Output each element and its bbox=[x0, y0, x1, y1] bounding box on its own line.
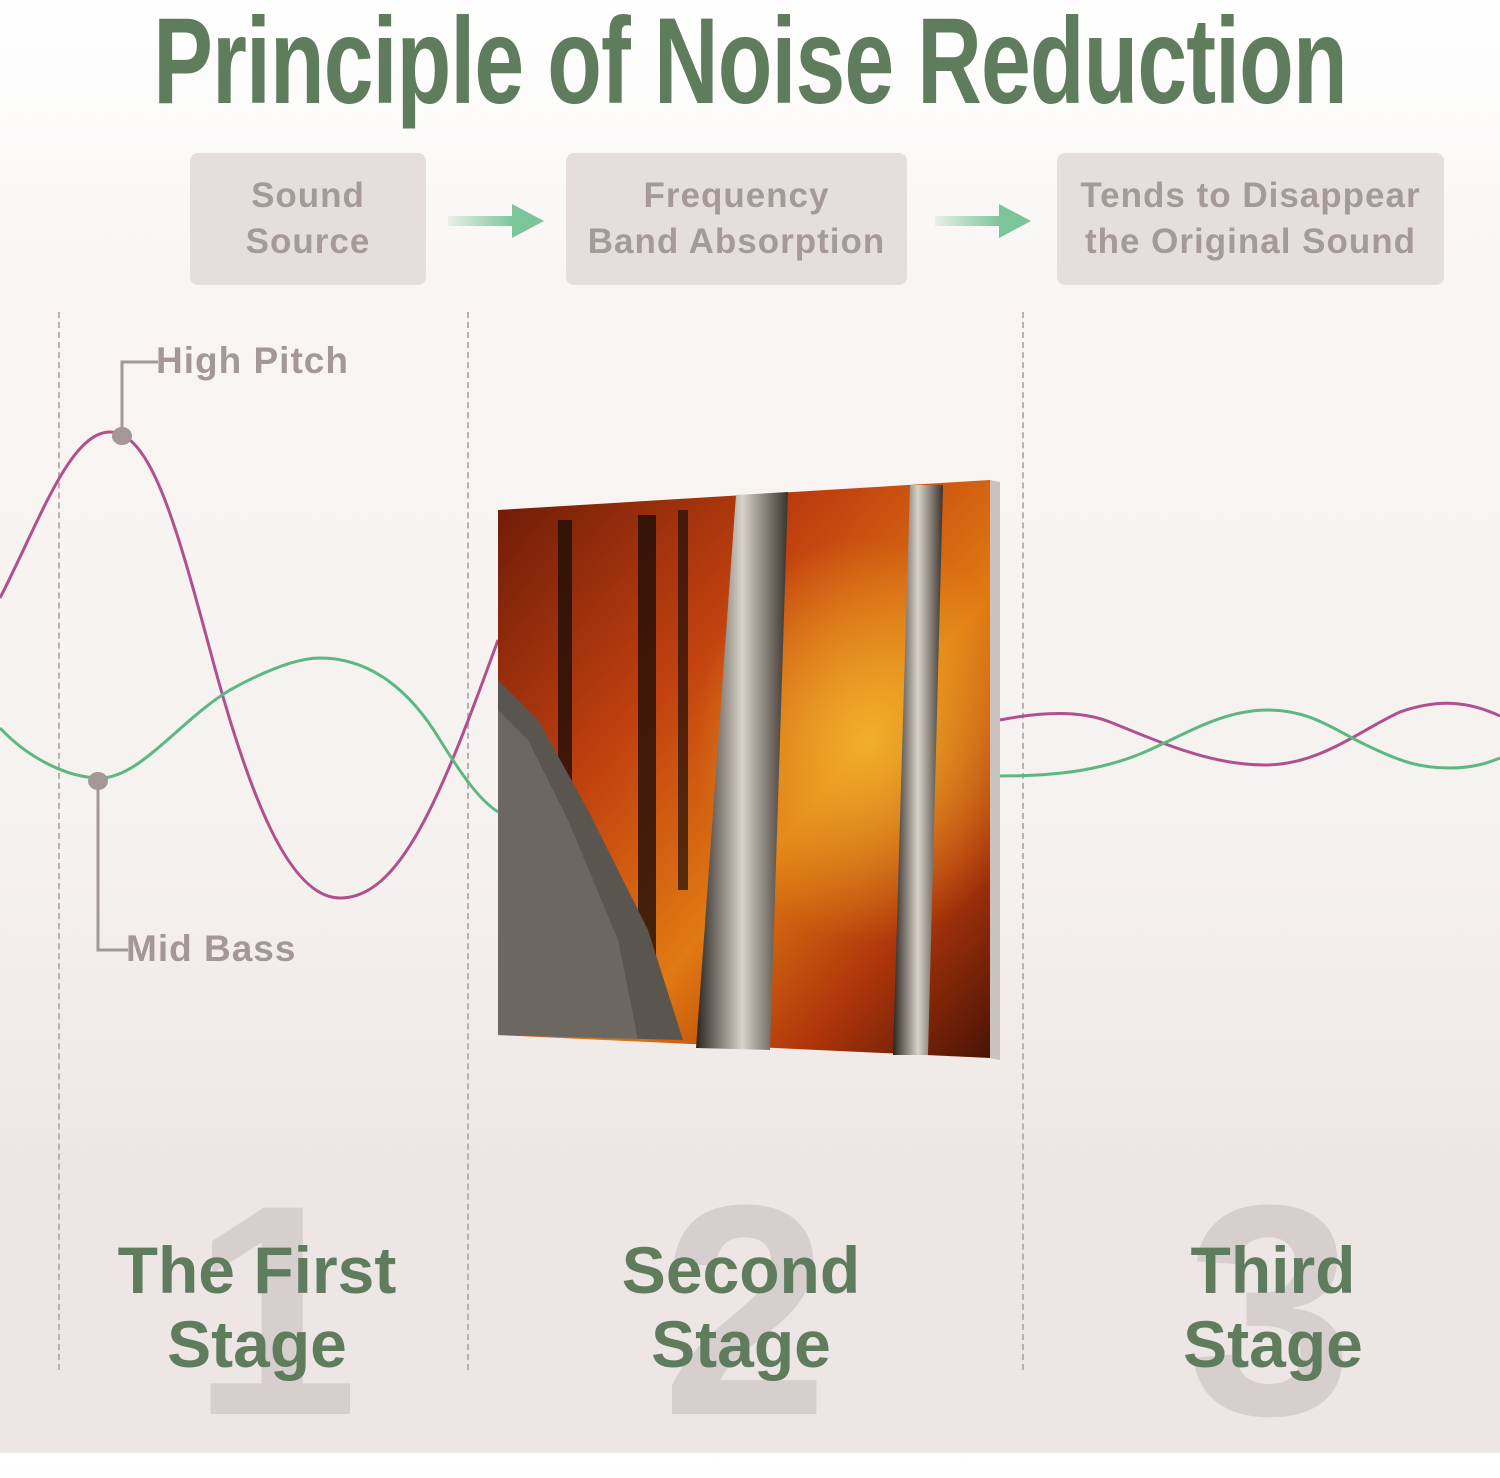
high-pitch-label: High Pitch bbox=[156, 340, 349, 381]
stage-divider bbox=[1022, 312, 1024, 1370]
high-pitch-wave bbox=[0, 430, 500, 900]
mid-bass-label: Mid Bass bbox=[126, 928, 297, 969]
step-line: Frequency bbox=[643, 176, 830, 215]
stage-title-line: Second bbox=[621, 1233, 861, 1307]
step-line: Sound bbox=[251, 176, 365, 215]
stage-divider bbox=[58, 312, 60, 1370]
step-line: the Original Sound bbox=[1084, 222, 1417, 261]
stage-title-line: The First bbox=[117, 1233, 397, 1307]
high-pitch-callout-line bbox=[120, 360, 158, 436]
step-line: Tends to Disappear bbox=[1080, 176, 1421, 215]
mid-bass-callout-line bbox=[96, 781, 128, 952]
stage-title-3: Third Stage bbox=[1063, 1233, 1483, 1381]
step-line: Band Absorption bbox=[587, 222, 886, 261]
step-disappear-original-sound: Tends to Disappear the Original Sound bbox=[1057, 153, 1444, 285]
stage-title-line: Stage bbox=[1183, 1307, 1363, 1381]
mid-bass-marker bbox=[88, 772, 108, 790]
right-arrow-icon bbox=[448, 204, 544, 238]
step-line: Source bbox=[245, 222, 371, 261]
stage-number-2: 2 bbox=[661, 1142, 829, 1478]
right-arrow-icon bbox=[935, 204, 1031, 238]
stage-number-3: 3 bbox=[1186, 1142, 1354, 1478]
acoustic-panel-image bbox=[498, 480, 1000, 1060]
high-pitch-marker bbox=[112, 427, 132, 445]
mid-bass-wave-reduced bbox=[999, 708, 1500, 778]
page-title: Principle of Noise Reduction bbox=[153, 0, 1347, 131]
mid-bass-wave bbox=[0, 656, 499, 814]
stage-title-line: Stage bbox=[651, 1307, 831, 1381]
autumn-forest-image bbox=[498, 480, 1000, 1060]
high-pitch-wave-reduced bbox=[999, 701, 1500, 767]
stage-number-1: 1 bbox=[191, 1142, 359, 1478]
stage-divider bbox=[467, 312, 469, 1370]
stage-title-1: The First Stage bbox=[47, 1233, 467, 1381]
stage-title-line: Third bbox=[1190, 1233, 1356, 1307]
stage-title-2: Second Stage bbox=[531, 1233, 951, 1381]
stage-title-line: Stage bbox=[167, 1307, 347, 1381]
